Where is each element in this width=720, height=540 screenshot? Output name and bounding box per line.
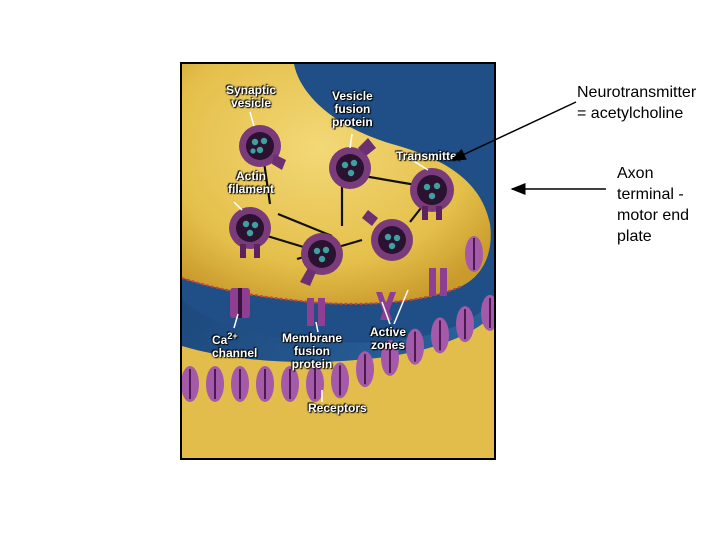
annotation-neurotransmitter: Neurotransmitter = acetylcholine — [577, 84, 697, 122]
annotation-axon-terminal: Axon terminal - motor end plate — [617, 165, 690, 245]
label-membrane-fusion-protein: Membrane fusion protein — [282, 331, 343, 371]
vesicle — [300, 233, 343, 286]
label-vesicle-fusion-protein: Vesicle fusion protein — [332, 89, 373, 129]
vesicle — [229, 207, 271, 258]
label-ca-superscript: 2+ — [227, 331, 238, 341]
receptor — [465, 236, 483, 272]
synapse-illustration: Synaptic vesicle Vesicle fusion protein … — [180, 62, 496, 460]
vesicle — [410, 168, 454, 220]
label-pointers — [233, 111, 429, 402]
active-zone-membrane — [182, 277, 463, 305]
receptor-row — [182, 294, 494, 402]
vesicle — [329, 138, 376, 189]
ca-channel — [230, 288, 250, 318]
active-zone-protein — [429, 268, 447, 296]
label-transmitter: Transmitter — [396, 149, 462, 163]
label-ca-channel: Ca2+ channel — [212, 330, 257, 360]
label-actin-filament: Actin filament — [228, 169, 275, 196]
label-receptors: Receptors — [308, 401, 367, 415]
label-active-zones: Active zones — [370, 325, 407, 352]
membrane-proteins — [230, 236, 483, 326]
label-ca: Ca — [212, 333, 228, 347]
vesicles — [229, 125, 454, 286]
label-synaptic-vesicle: Synaptic vesicle — [226, 83, 277, 110]
vesicle — [362, 210, 413, 261]
vesicle — [239, 125, 286, 170]
membrane-fusion-protein — [307, 298, 325, 326]
label-channel: channel — [212, 346, 258, 360]
synapse-drawing — [182, 64, 494, 458]
